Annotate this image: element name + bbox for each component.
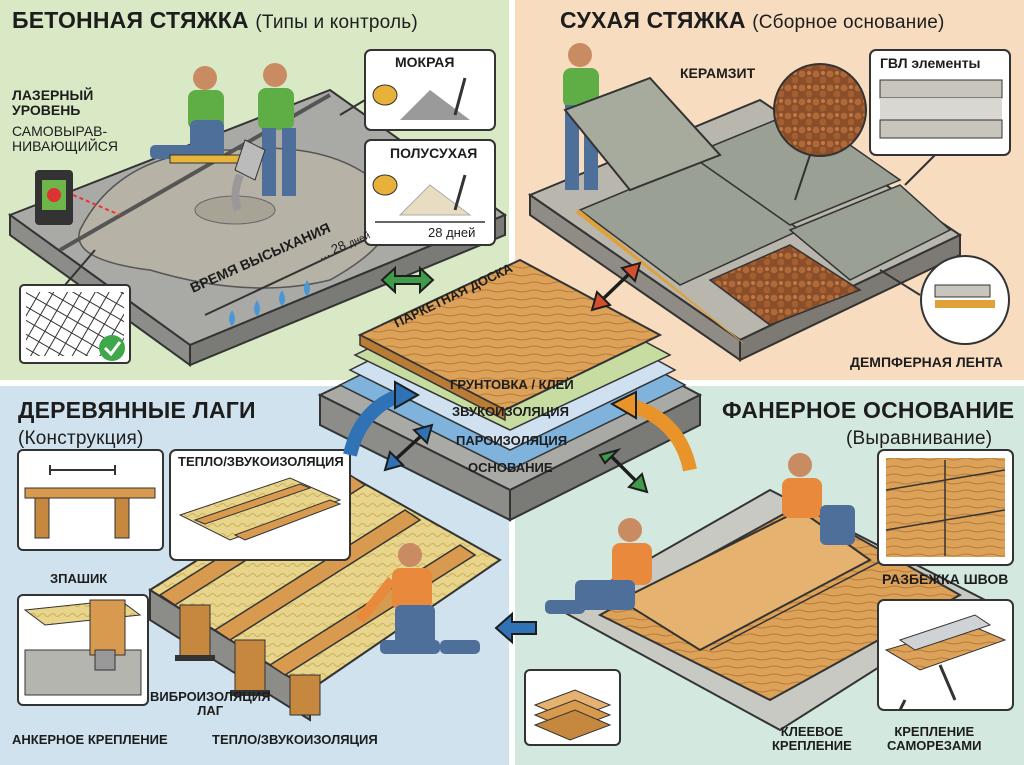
insulation-top-label: ТЕПЛО/ЗВУКОИЗОЛЯЦИЯ — [178, 454, 344, 469]
screws-line2: САМОРЕЗАМИ — [887, 737, 982, 753]
semidry-screed-callout — [364, 139, 496, 246]
stagger-label: РАЗБЕЖКА ШВОВ — [882, 571, 1009, 587]
arrow-green-top — [380, 265, 435, 295]
insulation-callout — [169, 449, 351, 561]
joists-subtitle: (Конструкция) — [18, 428, 144, 449]
gvl-callout — [869, 49, 1011, 186]
spike-label: ЗПАШИК — [50, 571, 108, 586]
damper-tape-callout — [879, 255, 1010, 345]
concrete-title: БЕТОННАЯ СТЯЖКА (Типы и контроль) — [12, 8, 418, 33]
screws-label: КРЕПЛЕНИЕ САМОРЕЗАМИ — [887, 725, 981, 752]
plywood-subtitle-wrap: (Выравнивание) — [846, 424, 992, 449]
vibro-line2: ЛАГ — [197, 702, 224, 718]
laser-label-line2: УРОВЕНЬ — [12, 101, 81, 118]
semidry-label: ПОЛУСУХАЯ — [390, 145, 478, 161]
wet-label: МОКРАЯ — [395, 54, 455, 70]
dry-title-text: СУХАЯ СТЯЖКА — [560, 7, 746, 33]
joists-subtitle-wrap: (Конструкция) — [18, 424, 144, 449]
arrow-blue-curve — [343, 388, 403, 457]
reinforcement-mesh-icon — [19, 249, 131, 364]
expanded-clay-callout — [773, 63, 867, 201]
base-label: ОСНОВАНИЕ — [468, 460, 553, 475]
screw-callout — [877, 599, 1014, 711]
self-level-line2: НИВАЮЩИЙСЯ — [12, 137, 118, 154]
drying-drops-icon — [204, 239, 366, 326]
arrow-red-top — [590, 261, 642, 312]
days-28-label: 28 дней — [428, 225, 476, 240]
concrete-subtitle: (Типы и контроль) — [255, 12, 418, 33]
wet-screed-callout — [339, 49, 496, 131]
arrow-orange-head — [609, 390, 637, 420]
joist-section-detail — [17, 449, 164, 551]
plywood-subtitle: (Выравнивание) — [846, 428, 993, 449]
expanded-clay-label: КЕРАМЗИТ — [680, 65, 756, 81]
worker-icon — [356, 543, 480, 654]
gvl-label: ГВЛ элементы — [880, 55, 981, 71]
arrow-blue-diag — [383, 423, 434, 472]
self-level-line1: САМОВЫРАВ- — [12, 123, 108, 139]
glue-label: КЛЕЕВОЕ КРЕПЛЕНИЕ — [772, 725, 852, 752]
stagger-callout — [877, 449, 1014, 566]
vapor-label: ПАРОИЗОЛЯЦИЯ — [456, 433, 568, 448]
arrow-orange-curve — [627, 398, 697, 472]
arrow-blue-head — [394, 380, 421, 410]
glue-line2: КРЕПЛЕНИЕ — [772, 737, 852, 753]
insulation-bottom-label: ТЕПЛО/ЗВУКОИЗОЛЯЦИЯ — [212, 732, 378, 747]
glue-line1: КЛЕЕВОЕ — [780, 724, 844, 739]
laser-level-label: ЛАЗЕРНЫЙ УРОВЕНЬ — [12, 88, 93, 117]
laser-level-icon — [35, 170, 121, 225]
dry-title: СУХАЯ СТЯЖКА (Сборное основание) — [560, 8, 945, 33]
worker-icon — [150, 66, 261, 164]
primer-label: ГРУНТОВКА / КЛЕЙ — [450, 377, 574, 392]
laser-label-line1: ЛАЗЕРНЫЙ — [12, 87, 94, 103]
anchor-label: АНКЕРНОЕ КРЕПЛЕНИЕ — [12, 732, 168, 747]
screws-line1: КРЕПЛЕНИЕ — [894, 724, 975, 739]
anchor-detail — [17, 594, 149, 706]
dry-subtitle: (Сборное основание) — [752, 12, 945, 33]
concrete-title-text: БЕТОННАЯ СТЯЖКА — [12, 7, 249, 33]
sound-label: ЗВУКОИЗОЛЯЦИЯ — [452, 404, 569, 419]
self-level-label: САМОВЫРАВ- НИВАЮЩИЙСЯ — [12, 124, 118, 153]
joists-title: ДЕРЕВЯННЫЕ ЛАГИ — [18, 397, 256, 423]
worker-icon — [545, 518, 652, 614]
worker-icon — [563, 43, 722, 192]
worker-icon — [231, 63, 296, 212]
arrow-green-bottom — [598, 448, 649, 494]
vibro-line1: ВИБРОИЗОЛЯЦИЯ — [150, 689, 271, 704]
vibro-label: ВИБРОИЗОЛЯЦИЯ ЛАГ — [150, 690, 270, 717]
plywood-layers-detail — [524, 669, 621, 746]
worker-icon — [782, 453, 855, 545]
plywood-title: ФАНЕРНОЕ ОСНОВАНИЕ — [722, 397, 1015, 423]
damper-label: ДЕМПФЕРНАЯ ЛЕНТА — [850, 354, 1003, 370]
arrow-blue-bottom — [494, 611, 537, 645]
